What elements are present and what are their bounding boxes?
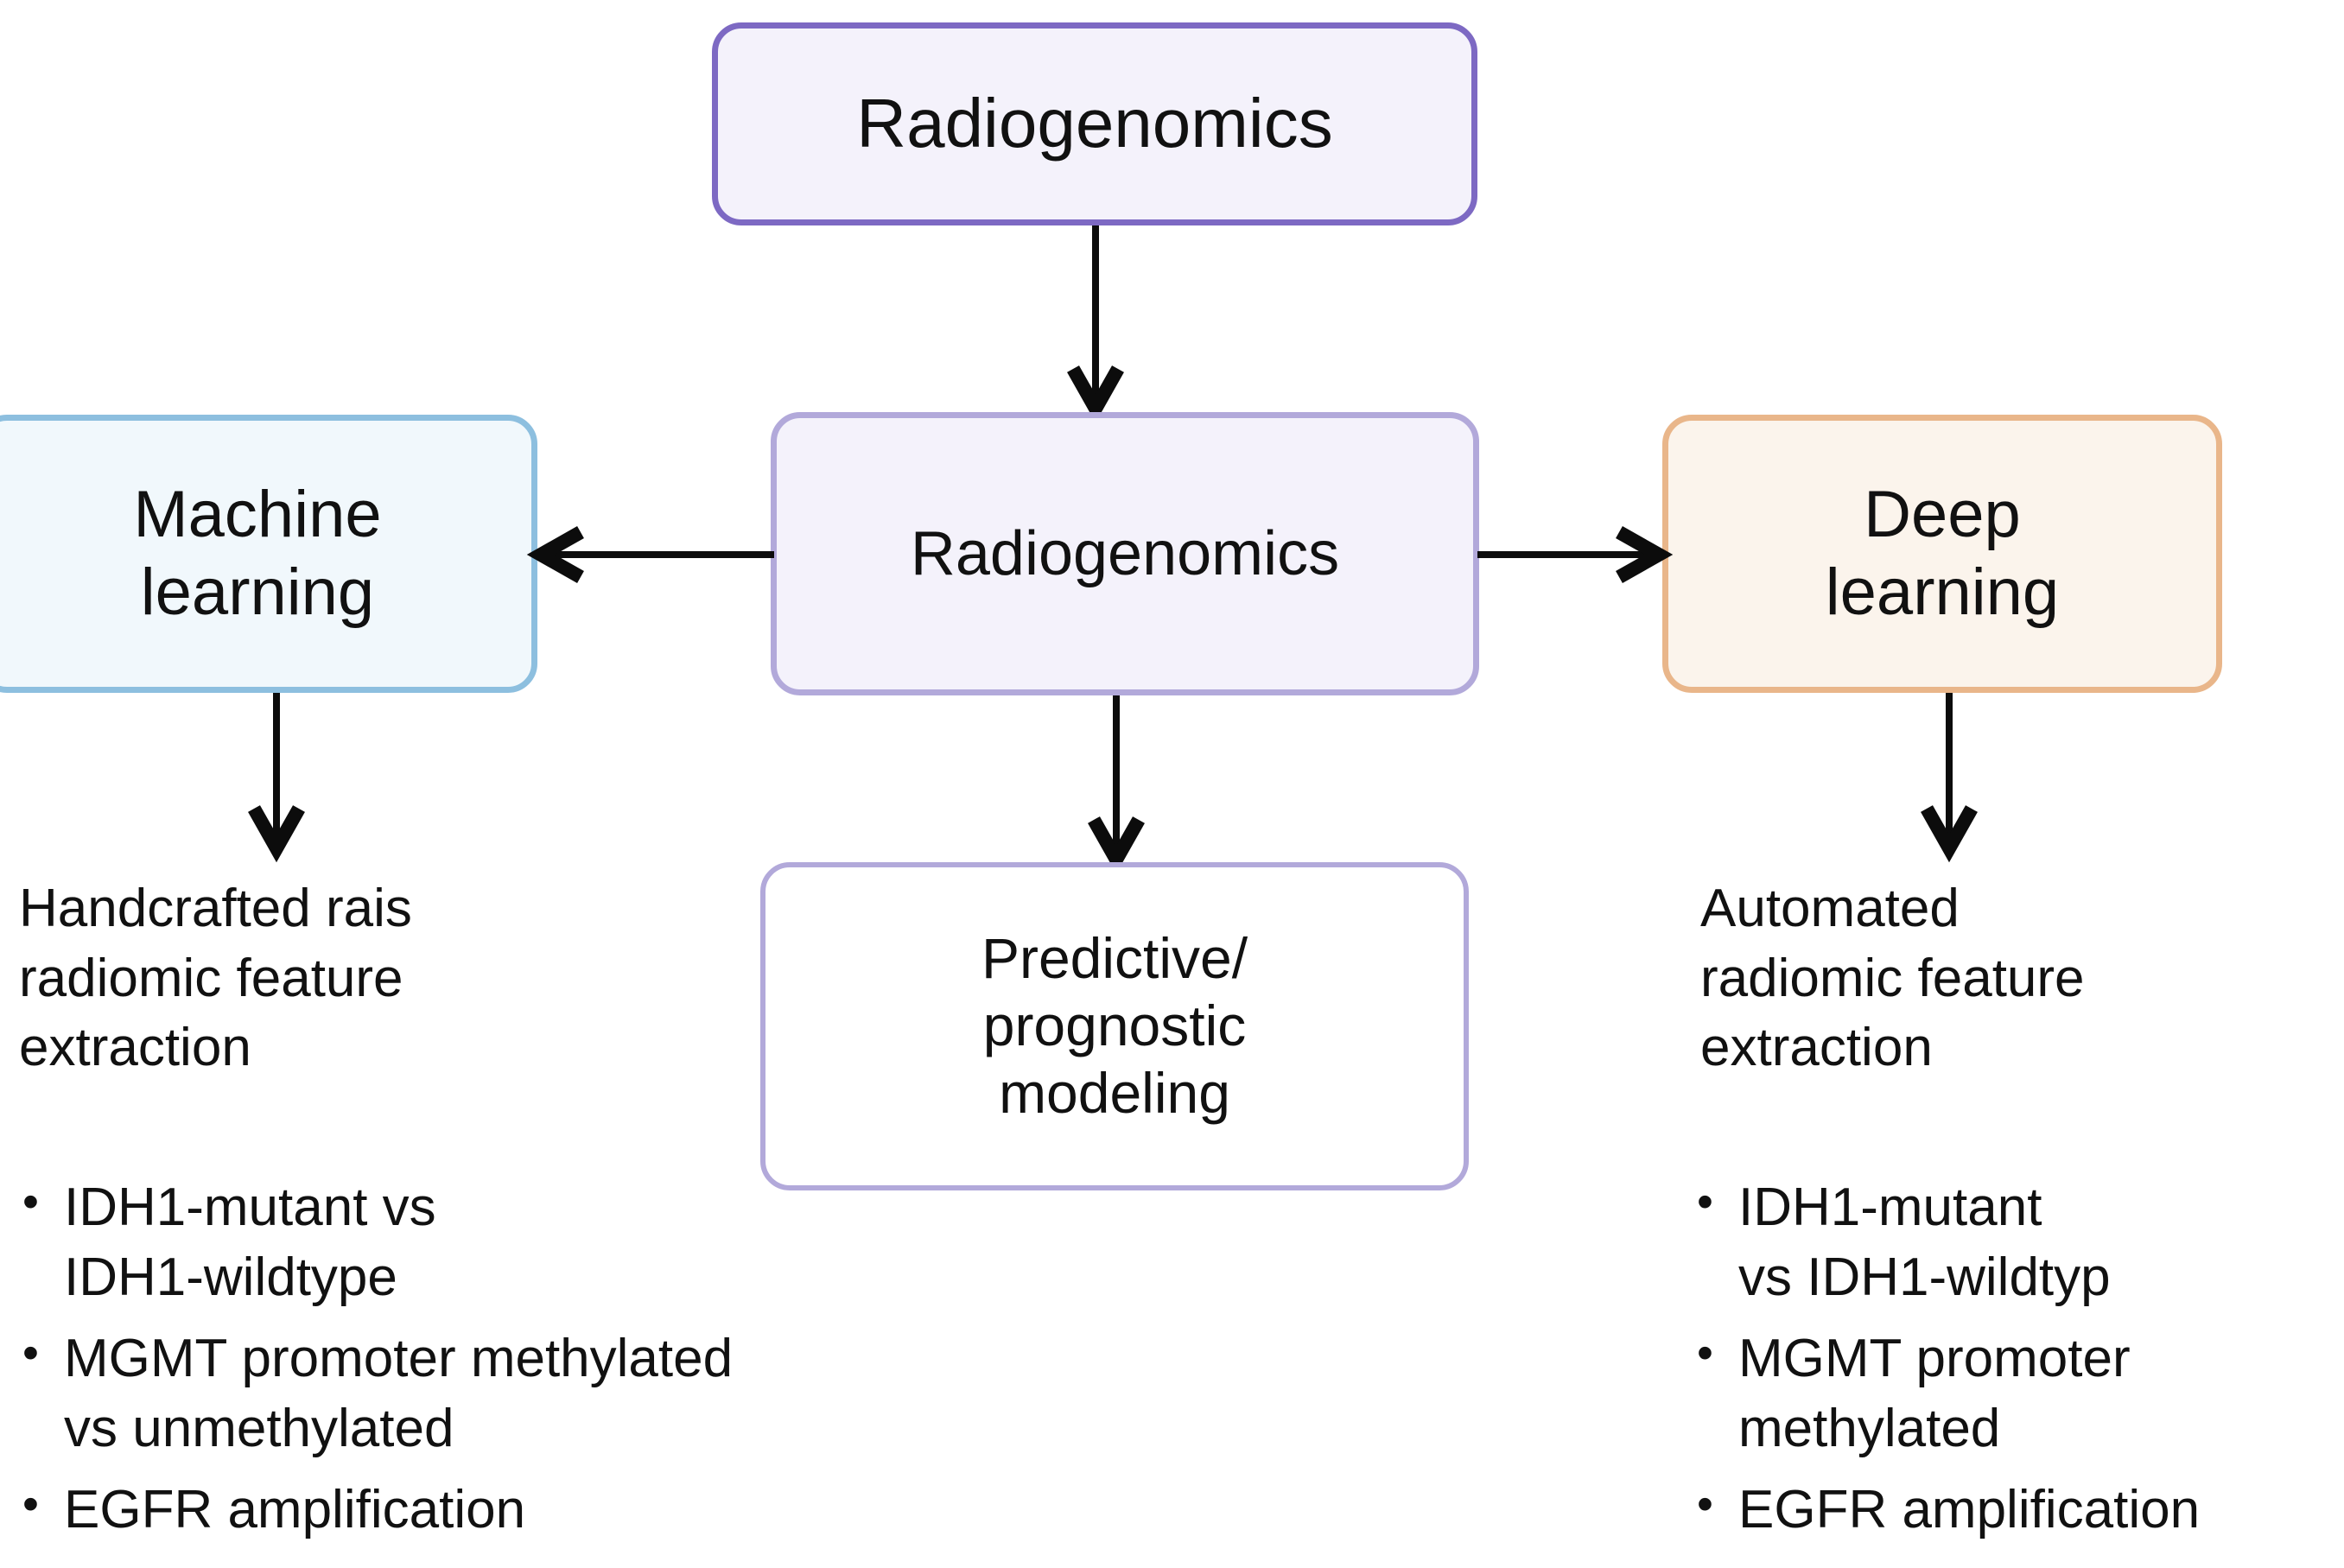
arrow-machine-learning-to-description bbox=[248, 693, 305, 863]
list-item: MGMT promoter methylated bbox=[1690, 1323, 2344, 1463]
deep-learning-bullet-list: IDH1-mutant vs IDH1-wildtyp MGMT promote… bbox=[1690, 1171, 2344, 1558]
list-item: IDH1-mutant vs IDH1-wildtype bbox=[16, 1171, 949, 1312]
machine-learning-bullet-list: IDH1-mutant vs IDH1-wildtype MGMT promot… bbox=[16, 1171, 949, 1558]
list-item: EGFR amplification bbox=[16, 1474, 949, 1546]
node-radiogenomics-title-label: Radiogenomics bbox=[856, 85, 1333, 162]
arrow-center-to-predictive-modeling bbox=[1088, 695, 1145, 874]
arrow-title-to-center bbox=[1067, 225, 1124, 423]
node-machine-learning: Machine learning bbox=[0, 415, 537, 693]
list-item: IDH1-mutant vs IDH1-wildtyp bbox=[1690, 1171, 2344, 1312]
node-predictive-modeling-label: Predictive/ prognostic modeling bbox=[981, 926, 1248, 1125]
arrow-deep-learning-to-description bbox=[1921, 693, 1978, 863]
node-predictive-modeling: Predictive/ prognostic modeling bbox=[760, 862, 1469, 1190]
list-item: MGMT promoter methylated vs unmethylated bbox=[16, 1323, 949, 1463]
node-machine-learning-label: Machine learning bbox=[133, 478, 382, 629]
machine-learning-description: Handcrafted rais radiomic feature extrac… bbox=[19, 879, 412, 1078]
node-deep-learning-label: Deep learning bbox=[1825, 478, 2060, 629]
node-radiogenomics-center-label: Radiogenomics bbox=[910, 518, 1340, 588]
deep-learning-description: Automated radiomic feature extraction bbox=[1700, 879, 2085, 1078]
list-item: EGFR amplification bbox=[1690, 1474, 2344, 1546]
node-deep-learning: Deep learning bbox=[1662, 415, 2222, 693]
node-radiogenomics-center: Radiogenomics bbox=[771, 412, 1479, 695]
arrow-center-to-deep-learning bbox=[1477, 526, 1674, 583]
node-radiogenomics-title: Radiogenomics bbox=[712, 22, 1477, 225]
arrow-center-to-machine-learning bbox=[526, 526, 774, 583]
